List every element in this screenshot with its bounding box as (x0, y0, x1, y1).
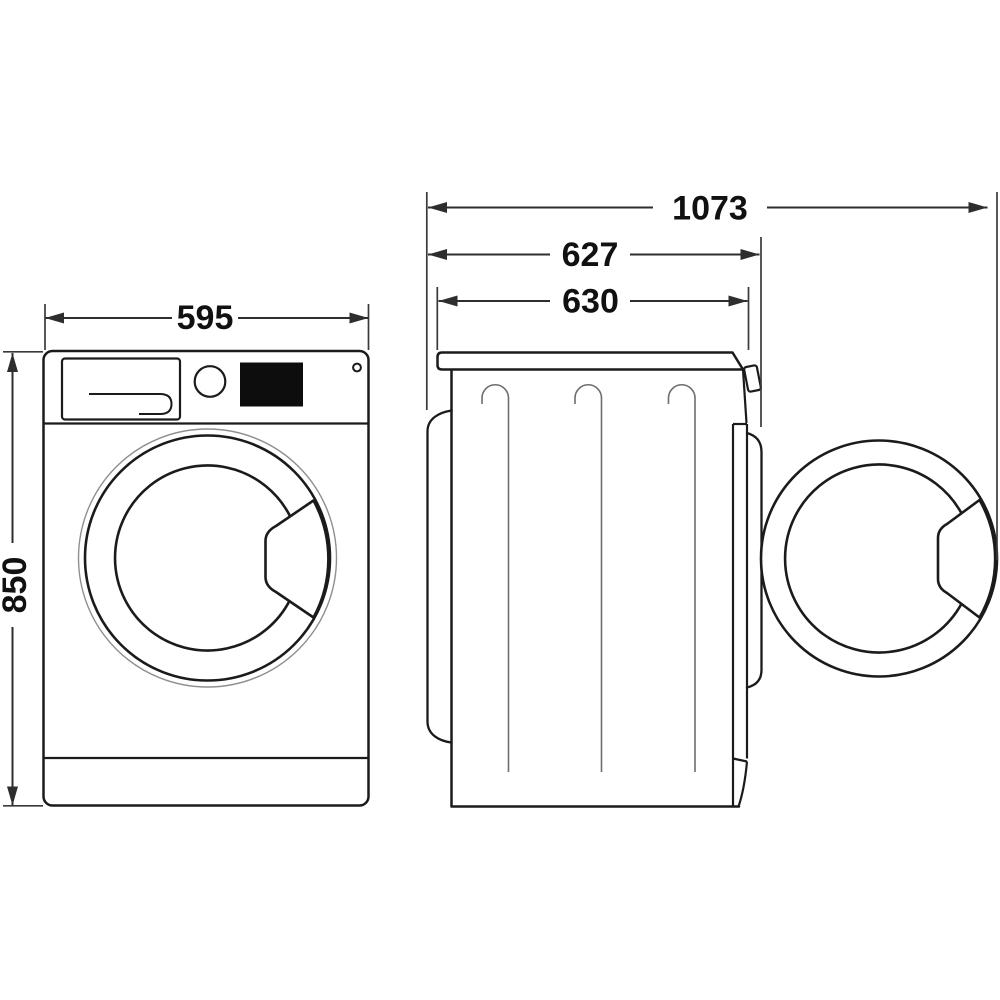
side-view (426, 351, 999, 808)
dimensions: 595 850 1073 (0, 190, 998, 807)
dimension-width-595: 595 (44, 299, 370, 350)
detergent-drawer (60, 357, 182, 421)
arrow-up (7, 353, 18, 372)
door-handle (264, 499, 330, 619)
open-door-window-circle (783, 463, 963, 654)
door-trim-circle (77, 428, 338, 688)
hinge-latch (743, 364, 762, 393)
dimension-label-height: 850 (0, 557, 34, 614)
arrow-left (428, 249, 447, 260)
door-rim (745, 431, 763, 689)
dimension-label-depth-open: 1073 (672, 190, 748, 228)
kick-chamfer (737, 761, 749, 807)
dimension-depth-1073: 1073 (428, 190, 988, 228)
arrow-left (428, 202, 447, 213)
panel-line-1 (481, 383, 510, 772)
dimension-label-width: 595 (177, 299, 234, 337)
program-knob (193, 365, 227, 398)
power-indicator (352, 362, 362, 373)
door-window-circle (113, 464, 292, 652)
dimension-depth-627: 627 (428, 236, 760, 274)
display (240, 362, 303, 407)
dimension-depth-630: 630 (438, 283, 748, 321)
arrow-down (7, 786, 18, 806)
arrow-right (728, 295, 748, 307)
dimension-label-depth: 627 (562, 236, 619, 274)
arrow-right (740, 249, 760, 260)
dimension-label-lid-depth: 630 (562, 283, 619, 321)
side-body-outline (450, 368, 741, 808)
door-outer-circle (83, 434, 332, 682)
open-door-handle (936, 498, 997, 619)
arrow-right (968, 202, 988, 213)
drawer-handle (89, 393, 173, 415)
top-lid (436, 351, 745, 371)
front-view (42, 349, 370, 807)
rear-bulge (426, 409, 453, 744)
front-bevel-edge (741, 369, 748, 424)
dimension-height-850: 850 (0, 350, 43, 807)
panel-line-3 (667, 383, 696, 772)
arrow-right (349, 312, 369, 324)
arrow-left (45, 312, 64, 324)
side-kick-divider (732, 757, 748, 763)
panel-line-2 (574, 383, 603, 772)
arrow-left (438, 295, 458, 307)
